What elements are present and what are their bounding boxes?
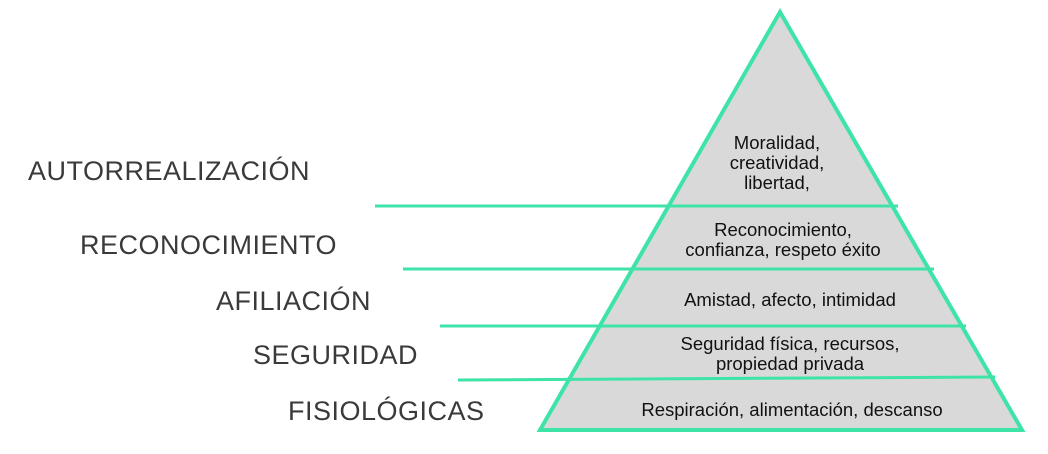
tier-text-autorrealizacion: Moralidad, creatividad, libertad, bbox=[730, 133, 825, 193]
tier-text-seguridad: Seguridad física, recursos, propiedad pr… bbox=[680, 334, 899, 374]
tier-line: creatividad, bbox=[729, 152, 825, 173]
tier-line: confianza, respeto éxito bbox=[685, 239, 881, 260]
level-label-seguridad: SEGURIDAD bbox=[253, 340, 419, 370]
tier-separator-4 bbox=[457, 375, 996, 382]
tier-line: propiedad privada bbox=[715, 353, 865, 374]
tier-text-reconocimiento: Reconocimiento, confianza, respeto éxito bbox=[685, 220, 880, 260]
tier-line: Reconocimiento, bbox=[714, 219, 852, 240]
tier-text-afiliacion: Amistad, afecto, intimidad bbox=[684, 290, 896, 310]
tier-line: Respiración, alimentación, descanso bbox=[641, 399, 943, 420]
level-label-autorrealizacion: AUTORREALIZACIÓN bbox=[28, 156, 311, 186]
level-label-fisiologicas: FISIOLÓGICAS bbox=[288, 396, 485, 426]
level-label-reconocimiento: RECONOCIMIENTO bbox=[80, 230, 338, 260]
tier-line: libertad, bbox=[744, 172, 810, 193]
tier-text-fisiologicas: Respiración, alimentación, descanso bbox=[641, 400, 942, 420]
tier-line: Moralidad, bbox=[733, 132, 821, 153]
tier-line: Seguridad física, recursos, bbox=[680, 333, 900, 354]
tier-line: Amistad, afecto, intimidad bbox=[684, 289, 896, 310]
level-label-afiliacion: AFILIACIÓN bbox=[216, 286, 372, 316]
